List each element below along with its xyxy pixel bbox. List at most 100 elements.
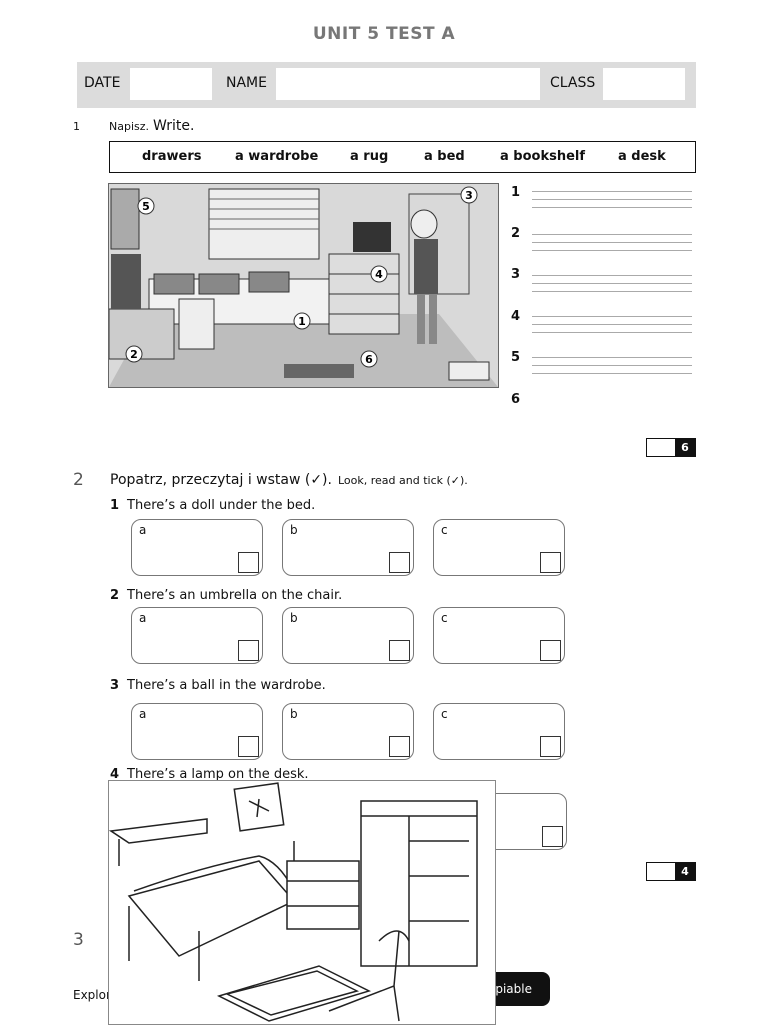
- word-bank-item: a wardrobe: [235, 149, 319, 164]
- picture-label-2: 2: [130, 348, 138, 361]
- answer-line[interactable]: [532, 373, 692, 374]
- instruction-en: Write.: [153, 118, 195, 134]
- instruction-pl: Napisz.: [109, 120, 150, 133]
- instruction-pl: Popatrz, przeczytaj i wstaw (✓).: [110, 472, 332, 488]
- score-input[interactable]: [647, 863, 675, 880]
- answer-line[interactable]: [532, 283, 692, 284]
- bedroom-scene-illustration: 1 2 3 4 5 6: [108, 183, 499, 388]
- answer-line[interactable]: [532, 291, 692, 292]
- answer-number: 3: [511, 267, 521, 282]
- picture-label-6: 6: [365, 353, 373, 366]
- picture-option[interactable]: a: [131, 703, 263, 760]
- footer-text: Explor: [73, 988, 111, 1002]
- tick-box[interactable]: [389, 552, 410, 573]
- picture-label-1: 1: [298, 315, 306, 328]
- question-1-instruction: Napisz.Write.: [109, 118, 194, 134]
- answer-line[interactable]: [532, 275, 692, 276]
- word-bank-item: drawers: [142, 149, 202, 164]
- score-box-q1: 6: [646, 438, 696, 457]
- item-number: 4: [110, 767, 120, 782]
- page-title: UNIT 5 TEST A: [312, 24, 456, 44]
- answer-line[interactable]: [532, 250, 692, 251]
- picture-option[interactable]: c: [433, 703, 565, 760]
- answer-line[interactable]: [532, 199, 692, 200]
- tick-box[interactable]: [238, 736, 259, 757]
- answer-number: 5: [511, 350, 521, 365]
- question-1-number: 1: [73, 120, 80, 133]
- option-letter: c: [441, 523, 448, 537]
- picture-label-4: 4: [375, 268, 383, 281]
- answer-number: 6: [511, 392, 521, 407]
- answer-number: 4: [511, 309, 521, 324]
- item-number: 3: [110, 678, 120, 693]
- word-bank-item: a desk: [618, 149, 666, 164]
- tick-box[interactable]: [389, 640, 410, 661]
- answer-number: 1: [511, 185, 521, 200]
- word-bank-item: a bookshelf: [500, 149, 586, 164]
- picture-option[interactable]: b: [282, 607, 414, 664]
- answer-line[interactable]: [532, 332, 692, 333]
- class-label: CLASS: [550, 75, 596, 91]
- option-letter: c: [441, 611, 448, 625]
- item-text: There’s a doll under the bed.: [127, 498, 316, 513]
- max-score: 6: [675, 439, 695, 456]
- tick-box[interactable]: [238, 552, 259, 573]
- name-label: NAME: [226, 75, 267, 91]
- tick-box[interactable]: [540, 736, 561, 757]
- score-box-q2: 4: [646, 862, 696, 881]
- name-field[interactable]: [276, 68, 540, 100]
- question-item: 4 There’s a lamp on the desk.: [110, 767, 309, 782]
- tick-box[interactable]: [389, 736, 410, 757]
- question-item: 3 There’s a ball in the wardrobe.: [110, 678, 326, 693]
- option-letter: a: [139, 523, 147, 537]
- picture-option[interactable]: c: [433, 519, 565, 576]
- option-letter: b: [290, 523, 298, 537]
- word-bank-item: a rug: [350, 149, 389, 164]
- answer-line[interactable]: [532, 357, 692, 358]
- max-score: 4: [675, 863, 695, 880]
- answer-line[interactable]: [532, 242, 692, 243]
- question-2-number: 2: [73, 470, 84, 490]
- question-3-number: 3: [73, 930, 84, 950]
- picture-option[interactable]: a: [131, 607, 263, 664]
- answer-line[interactable]: [532, 324, 692, 325]
- class-field[interactable]: [603, 68, 685, 100]
- option-letter: a: [139, 611, 147, 625]
- tick-box[interactable]: [540, 552, 561, 573]
- option-letter: b: [290, 707, 298, 721]
- bedroom-overlay-illustration: [108, 780, 496, 1025]
- picture-label-3: 3: [465, 189, 473, 202]
- word-bank: drawers a wardrobe a rug a bed a bookshe…: [109, 141, 696, 173]
- question-item: 1 There’s a doll under the bed.: [110, 498, 315, 513]
- item-number: 1: [110, 498, 120, 513]
- picture-option[interactable]: b: [282, 519, 414, 576]
- student-info-bar: DATE NAME CLASS: [77, 62, 696, 108]
- instruction-en: Look, read and tick (✓).: [337, 474, 468, 487]
- tick-box[interactable]: [540, 640, 561, 661]
- date-field[interactable]: [130, 68, 212, 100]
- answer-number: 2: [511, 226, 521, 241]
- item-text: There’s a ball in the wardrobe.: [127, 678, 326, 693]
- score-input[interactable]: [647, 439, 675, 456]
- picture-option[interactable]: c: [433, 607, 565, 664]
- item-text: There’s an umbrella on the chair.: [127, 588, 343, 603]
- question-item: 2 There’s an umbrella on the chair.: [110, 588, 342, 603]
- tick-box[interactable]: [238, 640, 259, 661]
- answer-line[interactable]: [532, 191, 692, 192]
- option-letter: b: [290, 611, 298, 625]
- date-label: DATE: [84, 75, 121, 91]
- tick-box[interactable]: [542, 826, 563, 847]
- answer-line[interactable]: [532, 365, 692, 366]
- item-text: There’s a lamp on the desk.: [127, 767, 309, 782]
- option-letter: c: [441, 707, 448, 721]
- item-number: 2: [110, 588, 120, 603]
- word-bank-item: a bed: [424, 149, 465, 164]
- picture-option[interactable]: b: [282, 703, 414, 760]
- picture-label-5: 5: [142, 200, 150, 213]
- question-2-instruction: Popatrz, przeczytaj i wstaw (✓). Look, re…: [110, 472, 468, 488]
- answer-line[interactable]: [532, 234, 692, 235]
- option-letter: a: [139, 707, 147, 721]
- answer-line[interactable]: [532, 207, 692, 208]
- picture-option[interactable]: a: [131, 519, 263, 576]
- answer-line[interactable]: [532, 316, 692, 317]
